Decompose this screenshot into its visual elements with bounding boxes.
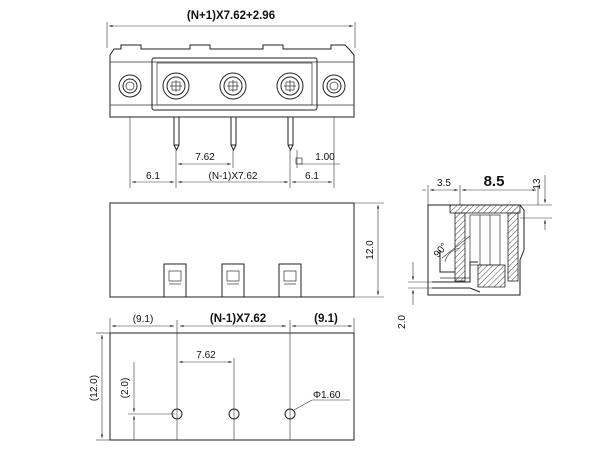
front-view: (N+1)X7.62+2.96 [106, 10, 356, 188]
pcb-hole-2 [228, 408, 240, 420]
pcb-view: (9.1) (N-1)X7.62 (9.1) 7.62 Φ1.60 (12.0)… [89, 313, 355, 441]
side-dim-a: 3.5 [437, 178, 451, 189]
pins [173, 116, 294, 152]
pcb-hole-3 [284, 408, 296, 420]
pin-width-label: 1.00 [315, 152, 335, 163]
pitch-label: 7.62 [195, 152, 215, 163]
right-edge-label: 6.1 [305, 171, 319, 182]
side-dim-d: 2.0 [397, 315, 408, 329]
left-edge-label: 6.1 [146, 171, 160, 182]
height-label: 12.0 [365, 240, 376, 260]
top-view: 12.0 [109, 202, 384, 298]
hole-offset-label: (2.0) [120, 378, 131, 399]
side-dim-c: 13 [532, 178, 543, 190]
terminal-screw-3 [276, 72, 304, 100]
pcb-pitch-total-label: (N-1)X7.62 [210, 313, 266, 325]
top-slot-2 [221, 263, 245, 298]
side-view: 3.5 8.5 13 90° 2.0 [397, 173, 552, 329]
pitch-total-label: (N-1)X7.62 [209, 171, 258, 182]
right-flange-screw [322, 74, 346, 98]
pcb-left-edge-label: (9.1) [133, 314, 154, 325]
side-angle-label: 90° [432, 241, 450, 260]
top-slot-1 [163, 263, 187, 298]
pcb-right-edge-label: (9.1) [314, 313, 338, 325]
side-dim-b: 8.5 [484, 173, 505, 190]
left-flange-screw [118, 74, 142, 98]
overall-width-label: (N+1)X7.62+2.96 [187, 10, 275, 22]
hole-diameter-label: Φ1.60 [313, 390, 341, 401]
pcb-height-label: (12.0) [89, 375, 100, 401]
pcb-pitch-label: 7.62 [196, 350, 216, 361]
terminal-screw-1 [162, 72, 190, 100]
terminal-screw-2 [219, 72, 247, 100]
top-slot-3 [278, 263, 302, 298]
